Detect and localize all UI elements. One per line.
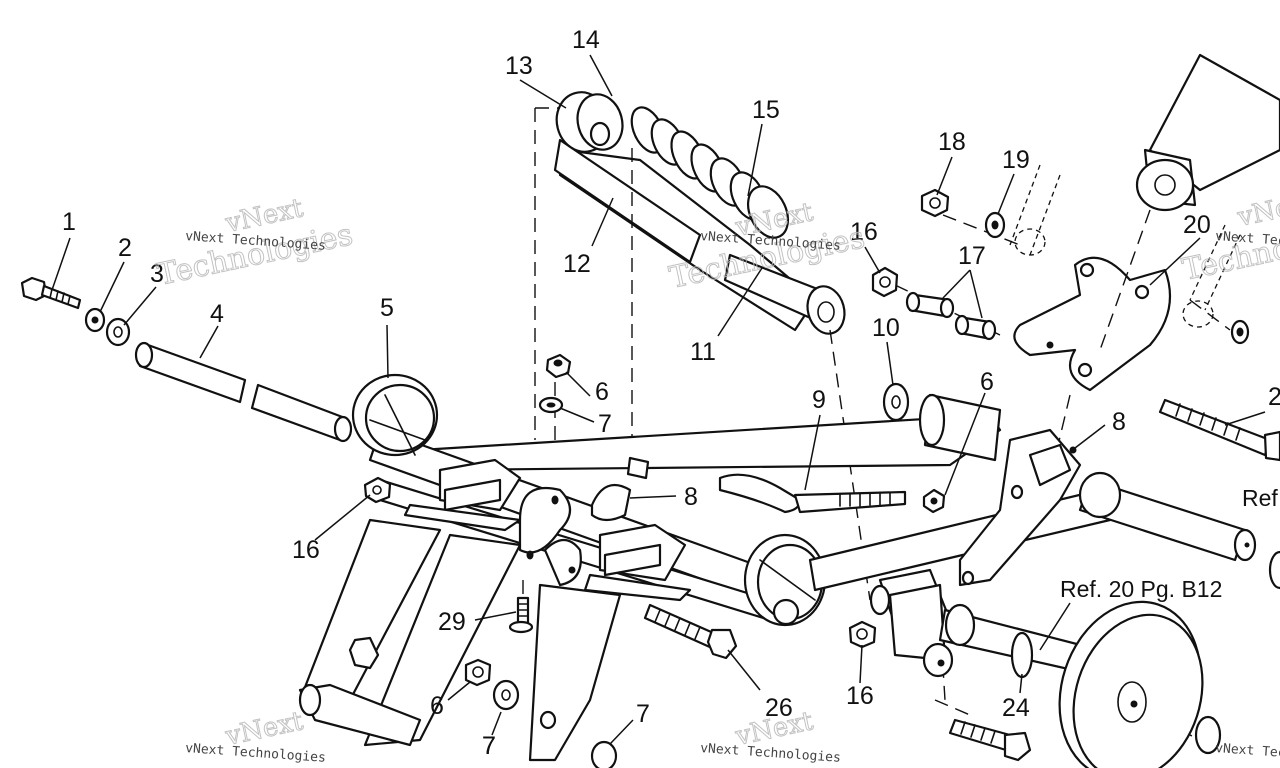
callout-13: 13	[505, 52, 533, 80]
callout-2-right: 2	[1268, 383, 1280, 411]
callout-24: 24	[1002, 694, 1030, 722]
callout-9: 9	[812, 386, 826, 414]
callout-15: 15	[752, 96, 780, 124]
watermark-lower-left: vNext vNext Technologies	[185, 706, 327, 766]
bolt-1	[20, 276, 82, 310]
bushings-17	[905, 291, 997, 341]
callout-16-lower: 16	[846, 682, 874, 710]
washer-10	[882, 382, 910, 422]
nut-6-lower	[464, 658, 492, 687]
callout-19: 19	[1002, 146, 1030, 174]
callout-18: 18	[938, 128, 966, 156]
callout-6-right: 6	[980, 368, 994, 396]
callout-12: 12	[563, 250, 591, 278]
reference-label-edge: Ref	[1242, 485, 1278, 511]
mounting-bracket-20	[1013, 256, 1172, 392]
nut-6-upper	[545, 353, 572, 379]
callout-7: 7	[598, 410, 612, 438]
upper-right-shock-body	[1135, 53, 1280, 212]
shock-spring	[630, 106, 790, 239]
callout-20: 20	[1183, 211, 1211, 239]
callout-3: 3	[150, 260, 164, 288]
callout-4: 4	[210, 300, 224, 328]
washer-7-bottom	[590, 740, 618, 768]
callout-29: 29	[438, 608, 466, 636]
washer-7-lower	[492, 679, 520, 711]
sleeve-4	[134, 341, 353, 443]
bolt-24-lower	[948, 718, 1032, 762]
callout-2: 2	[118, 234, 132, 262]
callout-16: 16	[850, 218, 878, 246]
callout-11: 11	[690, 338, 716, 366]
callout-5: 5	[380, 294, 394, 322]
nut-16-lower	[848, 620, 877, 649]
eye-bolt-9	[718, 473, 907, 514]
bolt-29	[508, 596, 534, 634]
watermark-lower-right: vNext Technologies	[1215, 741, 1280, 766]
nut-16-mid	[871, 266, 899, 298]
callout-7-bottom: 7	[636, 700, 650, 728]
svg-text:vNext: vNext	[1234, 187, 1280, 233]
nut-18	[920, 188, 950, 218]
callout-16-left: 16	[292, 536, 320, 564]
washer-3	[105, 317, 131, 347]
callout-7-lower: 7	[482, 732, 496, 760]
callout-1: 1	[62, 208, 76, 236]
swing-arm-frame	[298, 373, 1257, 762]
callout-labels: 1 2 3 4 5 6 7 8 9 10 11 12 13 14 15 16 1…	[62, 26, 1280, 760]
bolt-right-2	[1158, 398, 1280, 462]
nut-16-left	[363, 476, 392, 504]
callout-6-lower: 6	[430, 692, 444, 720]
callout-26: 26	[765, 694, 793, 722]
callout-8-right: 8	[1112, 408, 1126, 436]
callout-7-lower-2: 7	[482, 732, 496, 760]
watermark-lower-center: vNext vNext Technologies	[700, 706, 842, 766]
nut-6-right	[922, 488, 946, 514]
leader-lines	[51, 54, 1266, 745]
watermark-upper-left: vNext Technologies vNext Technologies	[154, 193, 356, 294]
callout-14: 14	[572, 26, 600, 54]
callout-10: 10	[872, 314, 900, 342]
svg-text:vNext Technologies: vNext Technologies	[1215, 741, 1280, 766]
callout-17: 17	[958, 242, 986, 270]
reference-label: Ref. 20 Pg. B12	[1060, 576, 1222, 602]
callout-8: 8	[684, 483, 698, 511]
rear-axle-and-wheel	[938, 550, 1280, 768]
callout-6: 6	[595, 378, 609, 406]
bolt-26	[643, 603, 738, 660]
